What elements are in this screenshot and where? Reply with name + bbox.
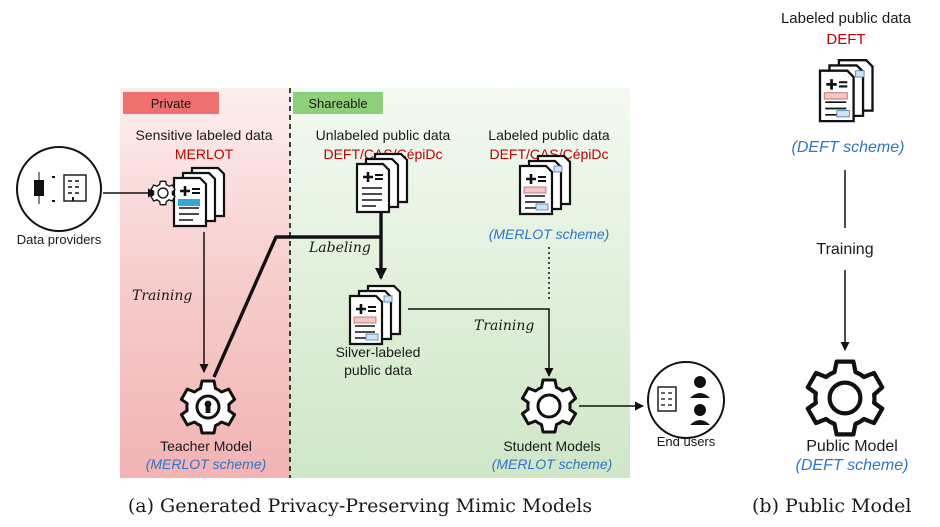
labeled-data-dataset: DEFT/CAS/CépiDc: [489, 146, 608, 162]
end-users-label: End users: [657, 434, 716, 449]
public-data-title: Labeled public data: [781, 10, 912, 27]
labeled-data-scheme: (MERLOT scheme): [489, 226, 610, 242]
public-model-scheme: (DEFT scheme): [796, 457, 909, 474]
public-model-gear-icon: [808, 362, 882, 435]
teacher-model-scheme: (MERLOT scheme): [146, 456, 267, 472]
shareable-tag: [293, 92, 383, 114]
labeled-data-title: Labeled public data: [488, 127, 610, 143]
labeling-label: Labeling: [308, 240, 371, 256]
silver-docs-icon: [348, 284, 402, 346]
silver-to-student-arrow: [408, 308, 554, 377]
training-label-left: Training: [132, 288, 192, 304]
unlabeled-data-title: Unlabeled public data: [316, 127, 451, 143]
silver-data-label-line1: Silver-labeled: [336, 344, 421, 360]
teacher-model-gear-icon: [179, 379, 237, 435]
sensitive-data-title: Sensitive labeled data: [136, 127, 273, 143]
private-tag: [123, 92, 219, 114]
end-users-icon: [647, 361, 725, 439]
sensitive-data-dataset: MERLOT: [175, 146, 234, 162]
shareable-tag-label: Shareable: [308, 96, 367, 111]
labeling-arrow: [212, 235, 387, 378]
sensitive-docs-icon: [172, 166, 226, 228]
data-providers-icon: [16, 146, 102, 232]
teacher-model-title: Teacher Model: [160, 438, 252, 454]
private-tag-label: Private: [151, 96, 191, 111]
labeled-docs-icon: [518, 154, 572, 216]
public-data-scheme: (DEFT scheme): [792, 139, 905, 156]
student-model-scheme: (MERLOT scheme): [492, 456, 613, 472]
public-docs-icon: [818, 58, 874, 123]
data-providers-label: Data providers: [17, 232, 102, 247]
lock-gear-small-icon: [150, 180, 176, 206]
caption-a: (a) Generated Privacy-Preserving Mimic M…: [128, 495, 592, 517]
caption-b: (b) Public Model: [752, 495, 911, 517]
student-model-title: Student Models: [503, 438, 600, 454]
silver-data-label-line2: public data: [344, 362, 412, 378]
training-label-right: Training: [474, 318, 534, 334]
public-training-label: Training: [816, 241, 873, 258]
public-model-title: Public Model: [806, 438, 898, 455]
student-model-gear-icon: [520, 378, 578, 434]
public-data-dataset: DEFT: [826, 31, 865, 48]
